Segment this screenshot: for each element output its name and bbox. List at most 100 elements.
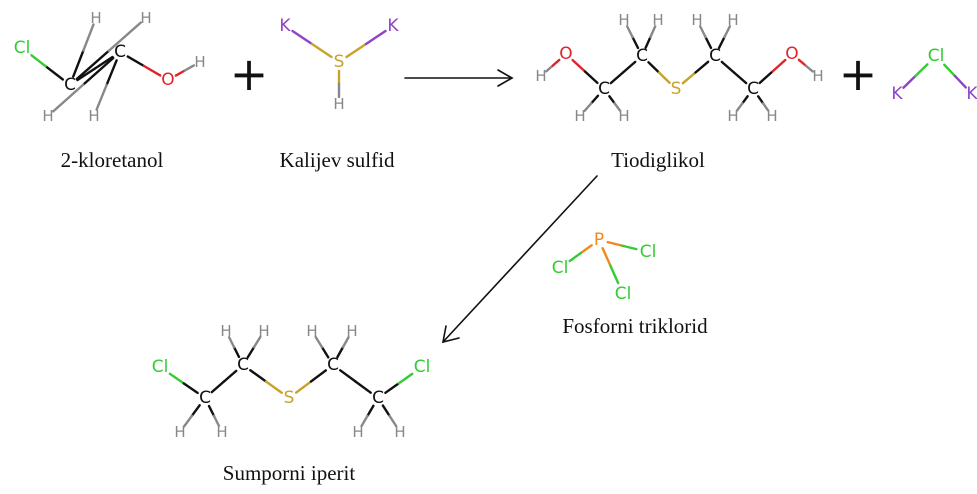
sulfur-mustard-bond-4-a (339, 369, 357, 383)
phosphorus-trichloride-atom-cl-2: Cl (640, 242, 657, 262)
thiodiglycol-bond-11-a (644, 35, 652, 49)
thiodiglycol-atom-c-6: C (747, 79, 759, 99)
sulfur-mustard-bond-12-b (360, 414, 369, 428)
phosphorus-trichloride-atom-p-0: P (594, 230, 604, 250)
thiodiglycol-bond-5-a (720, 60, 736, 74)
potassium-sulfide-bond-0-a (291, 29, 314, 46)
sulfur-mustard-atom-cl-6: Cl (414, 357, 431, 377)
chloroethanol-atom-cl-0: Cl (14, 38, 31, 58)
potassium-chloride-bond-0-b (914, 63, 929, 78)
chloroethanol-bond-5-b (107, 21, 142, 53)
caption-chloroethanol: 2-kloretanol (61, 148, 164, 172)
sulfur-mustard-bond-6-b (182, 414, 194, 428)
sulfur-mustard-bond-0-a (168, 372, 185, 385)
phosphorus-trichloride-atom-cl-3: Cl (615, 284, 632, 304)
potassium-sulfide-atom-k-0: K (279, 16, 291, 36)
thiodiglycol-atom-h-15: H (727, 107, 738, 125)
sulfur-mustard-atom-c-4: C (327, 355, 339, 375)
phosphorus-trichloride-bond-0-a (579, 244, 593, 255)
potassium-chloride-atom-k-2: K (966, 84, 977, 104)
thiodiglycol-atom-c-5: C (709, 46, 721, 66)
chloroethanol-atom-o-3: O (161, 70, 174, 90)
chloroethanol-atom-h-5: H (90, 9, 101, 27)
thiodiglycol-bond-3-a (647, 61, 661, 74)
chloroethanol-bond-0-a (30, 54, 49, 69)
chloroethanol-bond-3-a (174, 69, 187, 77)
thiodiglycol-bond-9-b (613, 102, 622, 112)
thiodiglycol-bond-9-a (608, 95, 616, 105)
thiodiglycol-atom-h-8: H (812, 67, 823, 85)
chloroethanol-atom-h-8: H (88, 107, 99, 125)
thiodiglycol-bond-2-a (609, 71, 625, 85)
sulfur-mustard-bond-9-b (252, 335, 262, 349)
sulfur-mustard-bond-13-a (381, 404, 391, 418)
phosphorus-trichloride-bond-2-b (609, 264, 620, 285)
chloroethanol-bond-4-a (72, 49, 85, 78)
thiodiglycol-atom-h-13: H (691, 11, 702, 29)
thiodiglycol-atom-s-4: S (671, 79, 682, 99)
thiodiglycol-bond-4-a (681, 71, 697, 85)
thiodiglycol-bond-14-a (741, 95, 749, 105)
chloroethanol-atom-c-2: C (114, 42, 126, 62)
chloroethanol-bond-2-b (142, 64, 162, 77)
thiodiglycol-atom-o-7: O (785, 44, 798, 64)
sulfur-mustard-atom-c-2: C (237, 355, 249, 375)
chloroethanol-atom-h-6: H (140, 9, 151, 27)
sulfur-mustard-bond-5-b (397, 372, 414, 385)
potassium-sulfide-bond-1-a (345, 42, 368, 59)
plus-sign-1: + (230, 47, 269, 101)
sulfur-mustard-bond-8-a (232, 345, 241, 359)
chloroethanol-atom-c-1: C (64, 75, 76, 95)
thiodiglycol-bond-4-b (694, 60, 710, 74)
sulfur-mustard-atom-c-1: C (199, 388, 211, 408)
thiodiglycol-bond-10-a (631, 35, 640, 50)
chloroethanol-atom-h-7: H (42, 107, 53, 125)
thiodiglycol-bond-1-b (583, 70, 599, 85)
thiodiglycol-atom-c-2: C (598, 79, 610, 99)
sulfur-mustard-atom-h-9: H (220, 322, 231, 340)
thiodiglycol-bond-10-b (625, 25, 634, 39)
thiodiglycol-bond-14-b (735, 102, 744, 112)
chloroethanol-bond-7-a (105, 59, 118, 87)
thiodiglycol-bond-0-b (551, 58, 561, 67)
sulfur-mustard-bond-10-b (314, 335, 324, 349)
caption-phosphorus-trichloride: Fosforni triklorid (562, 314, 708, 338)
thiodiglycol-bond-5-b (732, 71, 748, 85)
thiodiglycol-bond-12-a (704, 35, 713, 50)
chloroethanol-bond-6-a (82, 56, 115, 86)
chloroethanol-bond-7-b (95, 83, 108, 111)
thiodiglycol-atom-c-3: C (636, 46, 648, 66)
sulfur-mustard-atom-h-10: H (258, 322, 269, 340)
thiodiglycol-bond-7-a (797, 58, 807, 67)
plus-sign-2: + (839, 47, 878, 101)
phosphorus-trichloride-atom-cl-1: Cl (552, 258, 569, 278)
phosphorus-trichloride-bond-0-b (568, 251, 582, 263)
thiodiglycol-bond-8-b (583, 102, 593, 112)
thiodiglycol-atom-h-16: H (766, 107, 777, 125)
potassium-chloride-atom-cl-1: Cl (928, 46, 945, 66)
chloroethanol-atom-h-4: H (194, 53, 205, 71)
potassium-chloride-bond-1-a (943, 63, 957, 78)
sulfur-mustard-bond-6-a (190, 404, 201, 418)
thiodiglycol-atom-h-11: H (618, 11, 629, 29)
conversion-arrow (441, 175, 598, 344)
thiodiglycol-atom-h-14: H (727, 11, 738, 29)
chloroethanol-bond-4-b (82, 23, 95, 52)
sulfur-mustard-bond-12-a (366, 404, 375, 418)
sulfur-mustard-bond-1-b (222, 369, 238, 383)
sulfur-mustard-bond-1-a (210, 380, 226, 394)
thiodiglycol-bond-3-b (657, 71, 671, 84)
sulfur-mustard-bond-0-b (182, 382, 199, 395)
thiodiglycol-bond-11-b (649, 25, 657, 39)
sulfur-mustard-atom-h-12: H (346, 322, 357, 340)
thiodiglycol-atom-o-1: O (559, 44, 572, 64)
sulfur-mustard-bond-3-a (295, 380, 313, 394)
sulfur-mustard-bond-10-a (320, 345, 330, 359)
thiodiglycol-bond-7-b (804, 64, 814, 73)
thiodiglycol-bond-0-a (545, 64, 554, 73)
sulfur-mustard-atom-h-14: H (394, 423, 405, 441)
chloroethanol-bond-1-a (76, 67, 97, 82)
thiodiglycol-bond-15-b (761, 102, 770, 112)
sulfur-mustard-atom-c-5: C (372, 388, 384, 408)
